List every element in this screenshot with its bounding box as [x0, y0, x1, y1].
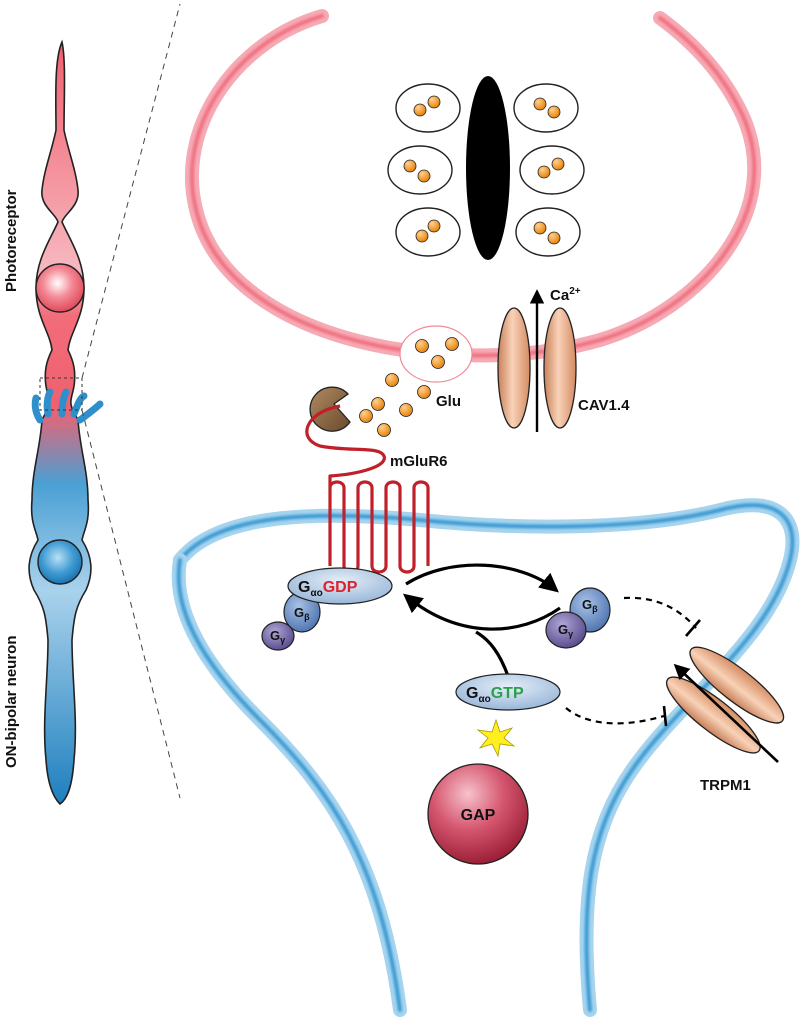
bipolar-membrane: [173, 498, 800, 1017]
reassociation-arrow: [403, 593, 561, 631]
calcium-label: Ca2+: [550, 286, 581, 304]
g-gamma-subunit: [261, 621, 295, 651]
vesicle: [515, 207, 581, 257]
synaptic-vesicles: [387, 83, 585, 257]
g-protein-gdp-complex: GαoGDP Gβ Gγ: [261, 567, 393, 651]
bipolar-dendrites: [31, 388, 104, 424]
g-beta-gamma-free: Gβ Gγ: [545, 587, 611, 649]
g-alpha-gtp: GαoGTP: [455, 673, 561, 711]
cav-channel: [497, 289, 577, 432]
g-beta-label: Gβ: [294, 605, 310, 622]
bipolar-nucleus: [37, 539, 83, 585]
cav-label: CAV1.4: [578, 397, 630, 414]
zoom-line-top: [81, 3, 181, 379]
photoreceptor-bipolar-cell: [28, 39, 92, 806]
activation-arrow: [405, 563, 559, 593]
vesicle: [519, 145, 585, 195]
g-beta-free-label: Gβ: [582, 597, 598, 614]
cation-influx-arrow: [673, 663, 779, 763]
vesicle: [395, 207, 461, 257]
vesicle: [513, 83, 579, 133]
interaction-spark-icon: [476, 718, 516, 758]
g-gamma-label: Gγ: [270, 628, 285, 645]
zoom-line-bottom: [81, 409, 181, 799]
gbg-inhibition-line: [623, 596, 697, 629]
mglur6-receptor: [305, 404, 430, 574]
gtp-hydrolysis-arrow: [475, 630, 510, 677]
cell-schematic: [28, 39, 104, 806]
g-gamma-subunit-free: [545, 611, 587, 649]
bipolar-label: ON-bipolar neuron: [3, 636, 20, 769]
gap-label: GAP: [461, 807, 496, 824]
gap-protein: GAP: [427, 763, 529, 865]
fusing-vesicle: [399, 325, 473, 383]
g-gamma-free-label: Gγ: [558, 622, 573, 639]
glu-label: Glu: [436, 393, 461, 410]
g-alpha-gdp-label: GαoGDP: [298, 579, 358, 599]
mglur6-label: mGluR6: [390, 453, 448, 470]
synaptic-ribbon: [466, 76, 510, 260]
vesicle: [395, 83, 461, 133]
vesicle: [387, 145, 453, 195]
trpm1-channel: [665, 646, 785, 754]
trpm1-label: TRPM1: [700, 777, 751, 794]
g-alpha-gtp-label: GαoGTP: [466, 685, 524, 705]
galpha-gtp-inhibition-line: [565, 707, 665, 725]
zoom-box: [39, 377, 83, 411]
glutamate-molecules: [359, 373, 431, 437]
photoreceptor-nucleus: [35, 263, 85, 313]
g-alpha-gdp: [287, 567, 393, 605]
photoreceptor-label: Photoreceptor: [3, 189, 20, 292]
